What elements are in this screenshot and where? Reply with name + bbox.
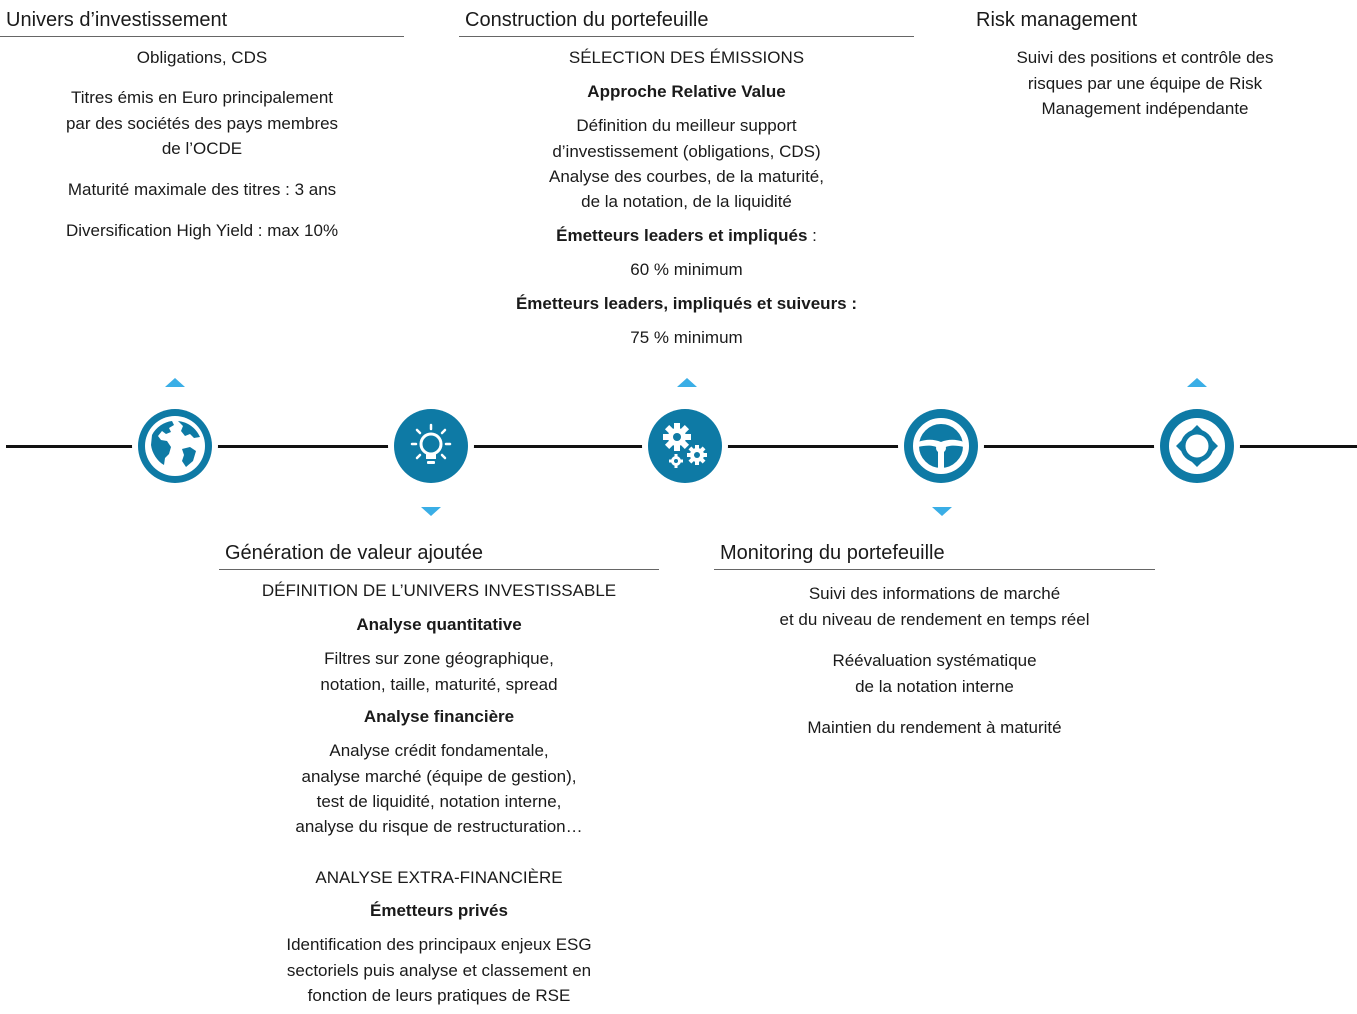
generation-text: analyse marché (équipe de gestion),: [301, 767, 577, 786]
risk-line: Management indépendante: [1041, 99, 1249, 118]
up-marker: [1187, 378, 1207, 387]
gears-icon: [648, 409, 722, 483]
univers-line: Obligations, CDS: [136, 48, 268, 67]
up-marker: [165, 378, 185, 387]
generation-title: Génération de valeur ajoutée: [219, 541, 659, 570]
lightbulb-icon: [394, 409, 468, 483]
univers-line: de l’OCDE: [161, 139, 243, 158]
generation-text: Identification des principaux enjeux ESG: [286, 935, 592, 954]
down-marker: [932, 507, 952, 516]
generation-heading: Analyse quantitative: [356, 615, 522, 634]
generation-text: fonction de leurs pratiques de RSE: [307, 986, 571, 1005]
construction-text: Définition du meilleur support: [576, 116, 797, 135]
risk-line: Suivi des positions et contrôle des: [1016, 48, 1274, 67]
univers-line: Titres émis en Euro principalement: [70, 88, 334, 107]
construction-leaders-colon: :: [807, 226, 817, 245]
generation-text: Filtres sur zone géographique,: [324, 649, 554, 668]
univers-line: Diversification High Yield : max 10%: [65, 221, 339, 240]
steering-wheel-icon: [904, 409, 978, 483]
generation-section: ANALYSE EXTRA-FINANCIÈRE: [315, 868, 563, 887]
univers-line: par des sociétés des pays membres: [65, 114, 339, 133]
monitoring-text: Réévaluation systématique: [832, 651, 1037, 670]
generation-text: notation, taille, maturité, spread: [320, 675, 558, 694]
monitoring-text: Maintien du rendement à maturité: [807, 718, 1062, 737]
construction-text: de la notation, de la liquidité: [581, 192, 792, 211]
construction-text: Analyse des courbes, de la maturité,: [549, 167, 824, 186]
construction-block: Construction du portefeuille SÉLECTION D…: [459, 8, 914, 350]
down-marker: [421, 507, 441, 516]
risk-title: Risk management: [976, 9, 1138, 31]
generation-text: sectoriels puis analyse et classement en: [286, 961, 592, 980]
construction-value: 75 % minimum: [630, 328, 743, 347]
generation-text: analyse du risque de restructuration…: [295, 817, 583, 836]
cycle-arrows-icon: [1160, 409, 1234, 483]
monitoring-text: Suivi des informations de marché: [808, 584, 1061, 603]
construction-heading: Émetteurs leaders, impliqués et suiveurs…: [515, 294, 858, 313]
generation-text: Analyse crédit fondamentale,: [329, 741, 549, 760]
up-marker: [677, 378, 697, 387]
construction-heading: Approche Relative Value: [587, 82, 786, 101]
construction-title: Construction du portefeuille: [459, 8, 914, 37]
generation-text: test de liquidité, notation interne,: [316, 792, 562, 811]
monitoring-text: et du niveau de rendement en temps réel: [779, 610, 1090, 629]
generation-heading: Émetteurs privés: [370, 901, 508, 920]
construction-section: SÉLECTION DES ÉMISSIONS: [568, 48, 805, 67]
monitoring-text: de la notation interne: [855, 677, 1014, 696]
risk-line: risques par une équipe de Risk: [1027, 74, 1263, 93]
univers-line: Maturité maximale des titres : 3 ans: [67, 180, 337, 199]
univers-block: Univers d’investissement Obligations, CD…: [0, 8, 404, 243]
monitoring-title: Monitoring du portefeuille: [714, 541, 1155, 570]
monitoring-block: Monitoring du portefeuille Suivi des inf…: [714, 541, 1155, 740]
construction-leaders-label: Émetteurs leaders et impliqués: [556, 226, 808, 245]
globe-icon: [138, 409, 212, 483]
risk-block: Risk management Suivi des positions et c…: [970, 8, 1357, 121]
construction-text: d’investissement (obligations, CDS): [552, 142, 821, 161]
construction-value: 60 % minimum: [630, 260, 743, 279]
generation-section: DÉFINITION DE L’UNIVERS INVESTISSABLE: [261, 581, 617, 600]
generation-heading: Analyse financière: [363, 707, 515, 726]
generation-block: Génération de valeur ajoutée DÉFINITION …: [219, 541, 659, 1008]
construction-leaders: Émetteurs leaders et impliqués :: [459, 223, 914, 248]
univers-title: Univers d’investissement: [0, 8, 404, 37]
